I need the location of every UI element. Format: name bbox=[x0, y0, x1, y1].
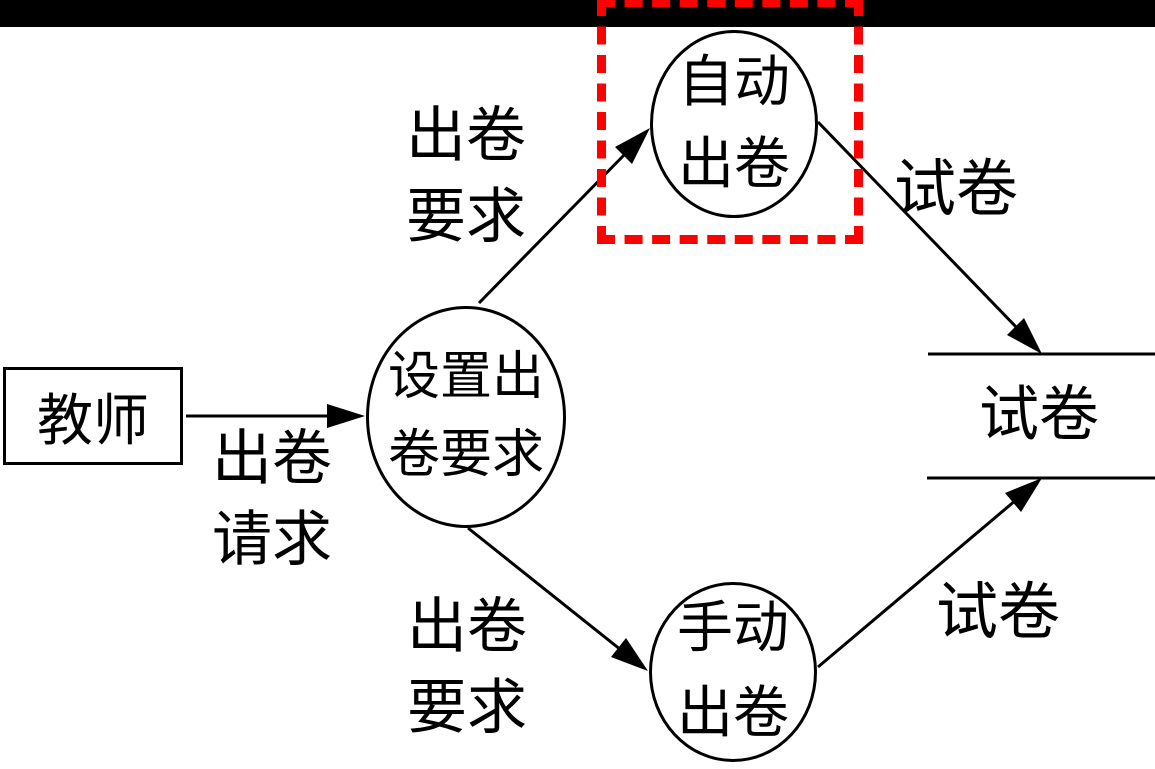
datastore-paper-label: 试卷 bbox=[979, 382, 1099, 448]
process-manual-generate-paper: 手动 出卷 bbox=[649, 582, 817, 762]
flow-label-requirements-upper-line2: 要求 bbox=[406, 184, 526, 250]
datastore-lines bbox=[927, 352, 1155, 480]
manual-label-line2: 出卷 bbox=[677, 683, 789, 745]
arrow-setup-to-manual bbox=[467, 526, 648, 671]
flow-label-exam-request-line2: 请求 bbox=[212, 507, 332, 573]
flow-label-requirements-lower-line2: 要求 bbox=[407, 675, 527, 741]
arrow-teacher-to-setup bbox=[186, 404, 365, 428]
flow-label-paper-lower: 试卷 bbox=[935, 579, 1060, 647]
flow-label-exam-request-line1: 出卷 bbox=[212, 426, 332, 492]
manual-label-line1: 手动 bbox=[677, 598, 789, 660]
external-entity-teacher: 教师 bbox=[3, 367, 183, 465]
setup-label-line2: 卷要求 bbox=[387, 427, 544, 484]
flow-label-requirements-lower-line1: 出卷 bbox=[407, 594, 527, 660]
arrow-auto-to-store bbox=[816, 120, 1042, 354]
top-letterbox-bar bbox=[0, 0, 1155, 27]
arrow-manual-to-store bbox=[817, 478, 1042, 669]
process-auto-generate-paper: 自动 出卷 bbox=[650, 30, 818, 218]
auto-label-line1: 自动 bbox=[678, 52, 790, 114]
auto-label-line2: 出卷 bbox=[678, 134, 790, 196]
setup-label-line1: 设置出 bbox=[387, 349, 544, 406]
flow-label-requirements-lower: 出卷 要求 bbox=[367, 587, 567, 749]
flow-label-exam-request: 出卷 请求 bbox=[172, 419, 372, 581]
process-set-exam-requirements: 设置出 卷要求 bbox=[366, 306, 566, 528]
teacher-label: 教师 bbox=[37, 390, 149, 453]
flow-label-requirements-upper-line1: 出卷 bbox=[406, 103, 526, 169]
flow-label-paper-upper: 试卷 bbox=[893, 156, 1018, 224]
flow-label-requirements-upper: 出卷 要求 bbox=[366, 96, 566, 258]
